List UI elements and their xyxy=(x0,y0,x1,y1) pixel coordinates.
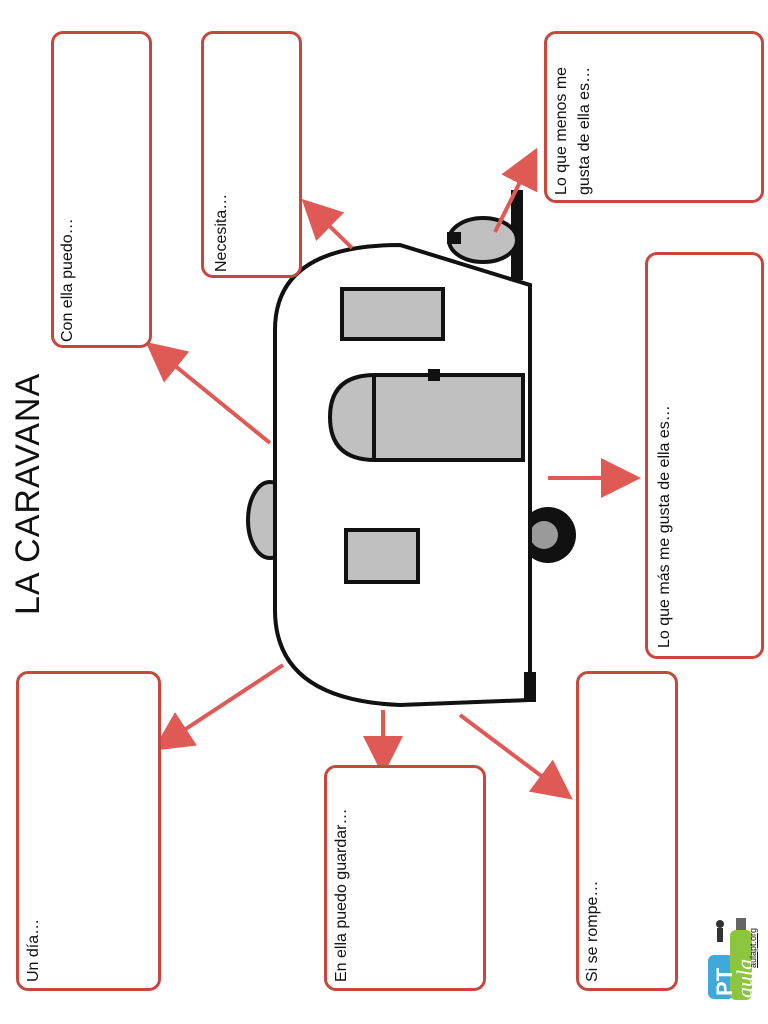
label-lo-que-menos-1: Lo que menos me xyxy=(553,66,570,195)
window-top xyxy=(340,287,445,341)
logo-url[interactable]: aulapt.org xyxy=(748,927,758,968)
box-necesita[interactable] xyxy=(201,31,302,278)
arrows xyxy=(145,147,641,800)
door-handle xyxy=(428,369,440,381)
box-lo-que-menos[interactable] xyxy=(544,31,764,203)
label-necesita: Necesita… xyxy=(213,193,230,272)
door xyxy=(327,373,525,462)
label-si-se-rompe: Si se rompe… xyxy=(584,880,601,982)
label-en-ella-guardar: En ella puedo guardar… xyxy=(333,808,350,982)
box-un-dia[interactable] xyxy=(16,671,161,991)
box-en-ella-guardar[interactable] xyxy=(324,765,486,991)
box-con-ella-puedo[interactable] xyxy=(51,31,152,348)
box-si-se-rompe[interactable] xyxy=(576,671,678,991)
label-lo-que-mas: Lo que más me gusta de ella es… xyxy=(656,405,673,648)
aulapt-logo: PT aula aulapt.org xyxy=(700,900,762,1010)
caravan-body xyxy=(273,242,532,708)
label-lo-que-menos-2: gusta de ella es… xyxy=(576,66,593,195)
label-con-ella-puedo: Con ella puedo… xyxy=(59,218,76,342)
window-bottom xyxy=(344,528,420,584)
page-title: LA CARAVANA xyxy=(9,372,47,615)
label-un-dia: Un día… xyxy=(25,918,42,982)
box-lo-que-mas[interactable] xyxy=(645,252,764,659)
